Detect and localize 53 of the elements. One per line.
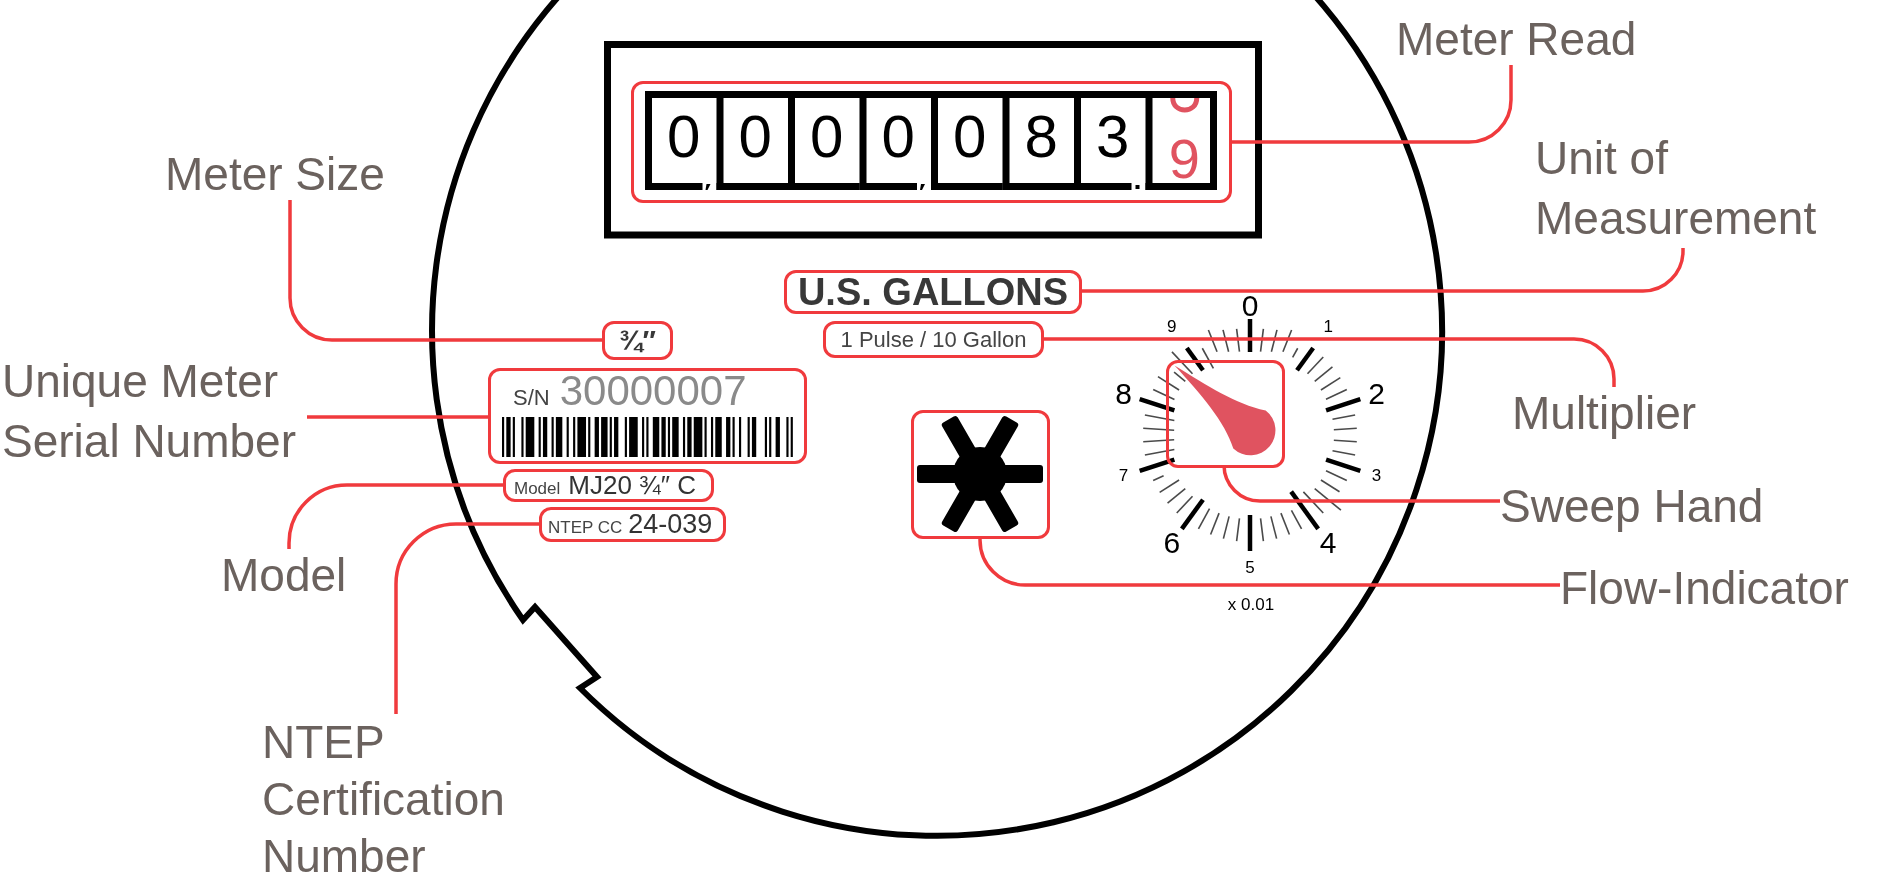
callout-label: Meter Read <box>1396 13 1637 65</box>
leader-line <box>287 483 503 549</box>
leader-line <box>307 415 488 419</box>
odometer-digit: 8 <box>1023 113 1059 161</box>
callout-label: Unit of Measurement <box>1535 128 1865 248</box>
odometer-digit: 0 <box>880 113 916 161</box>
unit-text: U.S. GALLONS <box>797 274 1069 310</box>
odometer-digit: 9 <box>1167 137 1201 181</box>
scale-factor-text: x 0.01 <box>1227 596 1275 614</box>
serial-number-text: 30000007 <box>559 370 747 412</box>
callout-label: Unique Meter Serial Number <box>2 351 307 471</box>
leader-line <box>978 538 1560 587</box>
leader-line <box>288 200 602 342</box>
leader-line <box>394 522 539 714</box>
callout-box <box>488 368 807 464</box>
dial-number: 3 <box>1371 467 1382 486</box>
callout-box <box>823 321 1044 358</box>
leader-line <box>1082 247 1685 293</box>
model-number-text: MJ20 ¾″ C <box>568 472 696 498</box>
callout-box <box>602 321 673 360</box>
callout-label: Flow-Indicator <box>1560 562 1849 614</box>
dial-number: 6 <box>1163 530 1181 555</box>
size-text: ¾″ <box>619 325 656 356</box>
callout-label: Model <box>221 549 347 601</box>
callout-box <box>1166 360 1285 468</box>
certificate-prefix-text: NTEP CC <box>548 518 623 538</box>
callout-label: Sweep Hand <box>1500 480 1764 532</box>
callout-label: Multiplier <box>1512 387 1697 439</box>
callout-box <box>784 270 1082 314</box>
certificate-number-text: 24-039 <box>628 511 713 538</box>
leader-line <box>1232 65 1513 144</box>
pulse-rate-text: 1 Pulse / 10 Gallon <box>840 326 1027 353</box>
dial-number: 9 <box>1167 318 1177 337</box>
callout-box <box>503 469 714 502</box>
dial-number: 8 <box>1115 381 1132 406</box>
odometer-digit: 0 <box>952 113 988 161</box>
odometer-digit: 0 <box>666 113 702 161</box>
leader-line <box>1044 337 1616 387</box>
serial-prefix-text: S/N <box>513 386 550 410</box>
callout-label: NTEP Certification Number <box>262 714 522 885</box>
model-prefix-text: Model <box>514 479 561 499</box>
dial-number: 1 <box>1323 318 1333 337</box>
odometer-digit: 0 <box>809 113 845 161</box>
callout-label: Meter Size <box>165 148 385 200</box>
dial-number: 0 <box>1241 294 1259 318</box>
callout-box <box>631 81 1232 203</box>
dial-number: 4 <box>1319 530 1337 555</box>
odometer-digit: 3 <box>1095 113 1131 161</box>
callout-box <box>539 507 726 542</box>
odometer-digit: 0 <box>737 113 773 161</box>
dial-number: 5 <box>1245 559 1255 577</box>
dial-number: 2 <box>1368 381 1385 406</box>
dial-number: 7 <box>1118 467 1129 486</box>
